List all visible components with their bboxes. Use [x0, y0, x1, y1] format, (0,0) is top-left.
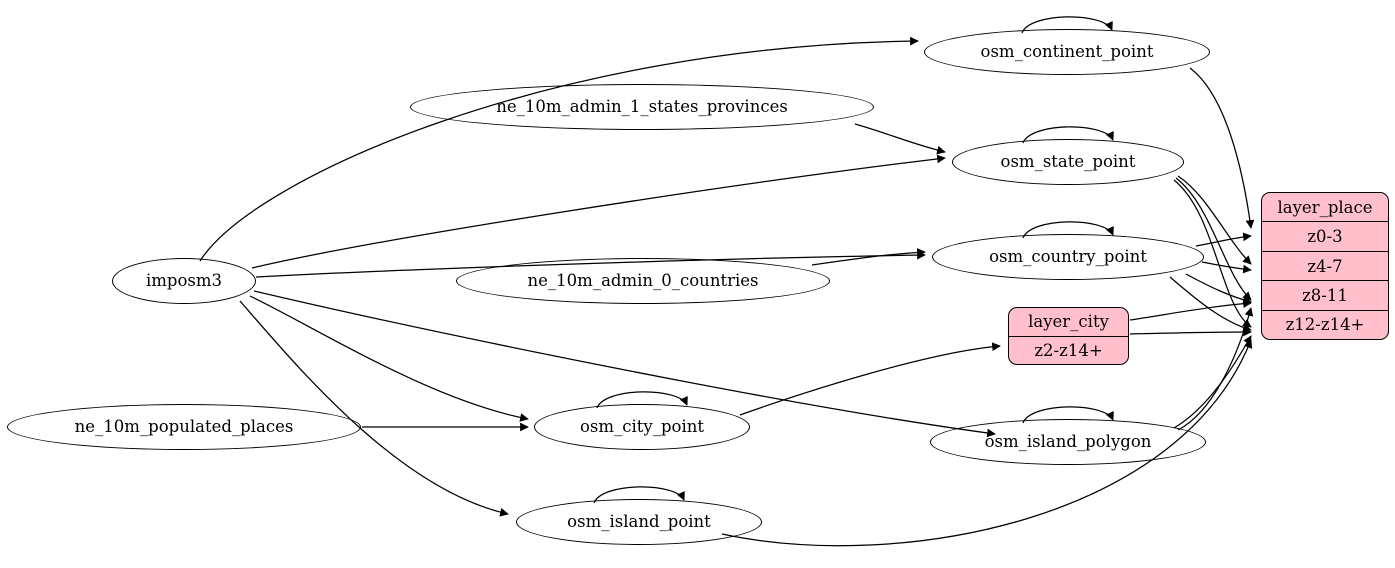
node-ne_10m_admin_0_countries[interactable]: ne_10m_admin_0_countries: [456, 258, 830, 304]
edge-ne_admin_0_countries-osm_country_point: [811, 248, 926, 266]
edge-osm_country_point-layer_place-z4-7: [1201, 261, 1252, 274]
node-osm_country_point[interactable]: osm_country_point: [932, 234, 1204, 280]
edge-self-osm_island_polygon: [1022, 406, 1114, 424]
edge-self-osm_continent_point: [1021, 16, 1113, 34]
edge-imposm3-osm_island_polygon: [253, 290, 996, 438]
edge-imposm3-osm_state_point: [251, 154, 946, 269]
node-osm_continent_point[interactable]: osm_continent_point: [924, 29, 1210, 75]
node-label: osm_island_polygon: [984, 431, 1152, 451]
layer_place-title: layer_place: [1277, 197, 1373, 217]
edge-self-osm_country_point: [1022, 221, 1114, 239]
layer_place-row-z4-7[interactable]: z4-7: [1262, 250, 1388, 280]
node-label: ne_10m_admin_0_countries: [527, 270, 759, 290]
layer_city-row-z2-z14plus[interactable]: z2-z14+: [1009, 335, 1128, 365]
node-ne_10m_populated_places[interactable]: ne_10m_populated_places: [7, 404, 361, 450]
node-layer_city[interactable]: layer_city z2-z14+: [1008, 307, 1129, 365]
edge-self-osm_state_point: [1022, 126, 1114, 144]
edge-imposm3-osm_continent_point: [199, 36, 919, 262]
edge-osm_city_point-layer_city-z2-z14+: [739, 342, 1001, 416]
edge-osm_island_polygon-layer_place-z12-z14+: [1173, 335, 1252, 429]
edge-osm_country_point-layer_place-z12-z14+: [1169, 276, 1252, 332]
node-osm_city_point[interactable]: osm_city_point: [534, 404, 750, 450]
edge-osm_country_point-layer_place-z0-3: [1195, 232, 1252, 247]
node-imposm3[interactable]: imposm3: [112, 258, 256, 304]
node-label: osm_state_point: [1000, 151, 1136, 171]
layer_place-row-z8-11[interactable]: z8-11: [1262, 280, 1388, 309]
edge-layer_city-layer_place-z12-z14+: [1129, 327, 1252, 337]
node-layer_place[interactable]: layer_place z0-3 z4-7 z8-11 z12-z14+: [1261, 192, 1389, 340]
edge-osm_island_polygon-layer_place-z8-11: [1177, 307, 1254, 431]
edge-ne_states_provinces-osm_state_point: [854, 123, 946, 155]
edge-osm_state_point-layer_place-z12-z14+: [1173, 179, 1252, 328]
edge-imposm3-osm_city_point: [249, 295, 529, 422]
edge-osm_state_point-layer_place-z8-11: [1175, 177, 1252, 301]
edge-self-osm_island_point: [593, 486, 685, 504]
node-osm_island_point[interactable]: osm_island_point: [516, 499, 762, 545]
node-label: ne_10m_admin_1_states_provinces: [496, 96, 788, 116]
edge-self-osm_city_point: [596, 391, 688, 409]
edge-osm_state_point-layer_place-z4-7: [1177, 175, 1252, 265]
node-label: imposm3: [145, 270, 223, 290]
layer_city-title: layer_city: [1028, 312, 1109, 332]
layer_place-row-z0-3[interactable]: z0-3: [1262, 221, 1388, 250]
node-label: osm_island_point: [567, 511, 711, 531]
node-label: ne_10m_populated_places: [74, 416, 294, 436]
node-osm_state_point[interactable]: osm_state_point: [952, 139, 1184, 185]
edge-layer_city-layer_place-z8-11: [1129, 299, 1252, 321]
node-label: osm_city_point: [579, 416, 705, 436]
edge-osm_island_point-layer_place-z12-z14+: [721, 339, 1253, 547]
node-ne_10m_admin_1_states_provinces[interactable]: ne_10m_admin_1_states_provinces: [410, 84, 874, 130]
edge-osm_continent_point-layer_place-z0-3: [1189, 67, 1255, 229]
node-label: osm_country_point: [989, 246, 1147, 266]
node-osm_island_polygon[interactable]: osm_island_polygon: [930, 419, 1206, 465]
layer_place-row-z12-z14plus[interactable]: z12-z14+: [1262, 309, 1388, 339]
node-label: osm_continent_point: [980, 41, 1154, 61]
